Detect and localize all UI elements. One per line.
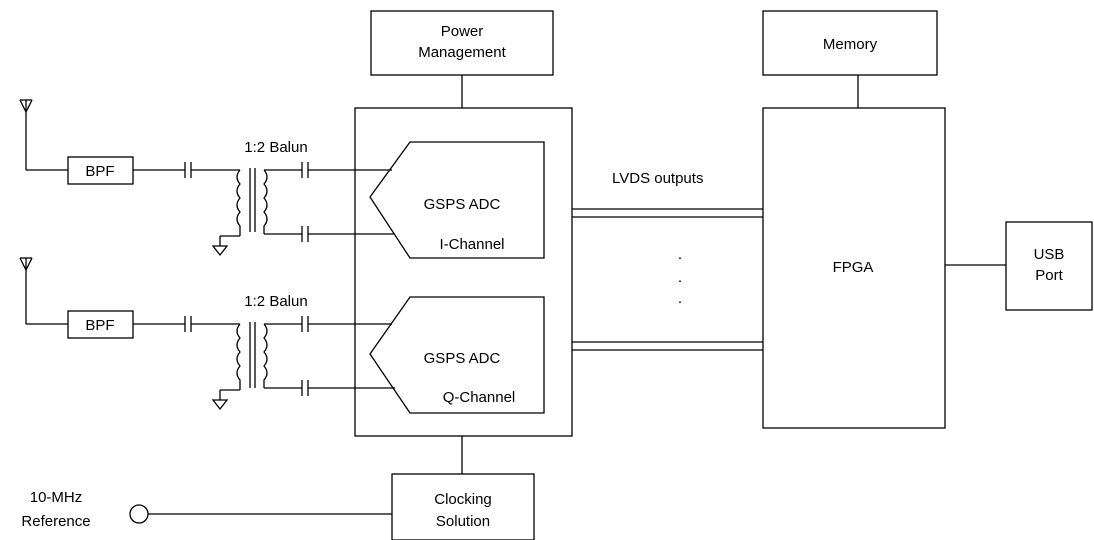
adc-q-channel-block: GSPS ADC Q-Channel (369, 296, 545, 414)
balun-i-transformer-icon (236, 168, 268, 236)
antenna-i-icon (19, 99, 33, 170)
lvds-ellipsis-dot-2: · (678, 272, 683, 289)
i-rf-path: BPF 1:2 Balun (19, 99, 395, 257)
balun-q-transformer-icon (236, 322, 268, 390)
adc-q-label: GSPS ADC (424, 350, 501, 367)
lvds-ellipsis-dot-1: · (678, 249, 683, 266)
clocking-label-line1: Clocking (434, 491, 492, 508)
lvds-ellipsis-dot-3: · (678, 293, 683, 310)
reference-label-line2: Reference (21, 513, 90, 530)
balun-q-label: 1:2 Balun (244, 293, 307, 310)
capacitor-i-pos-icon (301, 162, 309, 178)
clocking-label-line2: Solution (436, 513, 490, 530)
reference-label-line1: 10-MHz (30, 489, 83, 506)
balun-i-label: 1:2 Balun (244, 139, 307, 156)
adc-i-channel-block: GSPS ADC I-Channel (369, 141, 545, 259)
bpf-i-label: BPF (85, 163, 114, 180)
power-management-block: Power Management (370, 10, 554, 76)
capacitor-q-input-icon (184, 316, 192, 332)
ground-i-icon (211, 235, 240, 257)
ground-q-icon (211, 389, 240, 411)
power-management-label-line2: Management (418, 44, 506, 61)
memory-block: Memory (762, 10, 938, 76)
capacitor-i-neg-icon (301, 226, 309, 242)
q-rf-path: BPF 1:2 Balun (19, 257, 395, 411)
capacitor-i-input-icon (184, 162, 192, 178)
memory-label: Memory (823, 36, 878, 53)
i-channel-label: I-Channel (439, 236, 504, 253)
bpf-q-block (67, 310, 134, 339)
fpga-label: FPGA (833, 259, 874, 276)
usb-label-line2: Port (1035, 267, 1063, 284)
adc-i-label: GSPS ADC (424, 196, 501, 213)
reference-input-connector (129, 504, 149, 524)
capacitor-q-pos-icon (301, 316, 309, 332)
power-management-label-line1: Power (441, 23, 484, 40)
usb-port-block: USB Port (1005, 221, 1093, 311)
bpf-i-block (67, 156, 134, 185)
clocking-solution-block: Clocking Solution (391, 473, 535, 540)
lvds-outputs-label: LVDS outputs (612, 170, 703, 187)
bpf-q-label: BPF (85, 317, 114, 334)
capacitor-q-neg-icon (301, 380, 309, 396)
q-channel-label: Q-Channel (443, 389, 516, 406)
usb-label-line1: USB (1034, 246, 1065, 263)
antenna-q-icon (19, 257, 33, 324)
fpga-block: FPGA (762, 107, 946, 429)
lvds-bus (572, 208, 763, 351)
